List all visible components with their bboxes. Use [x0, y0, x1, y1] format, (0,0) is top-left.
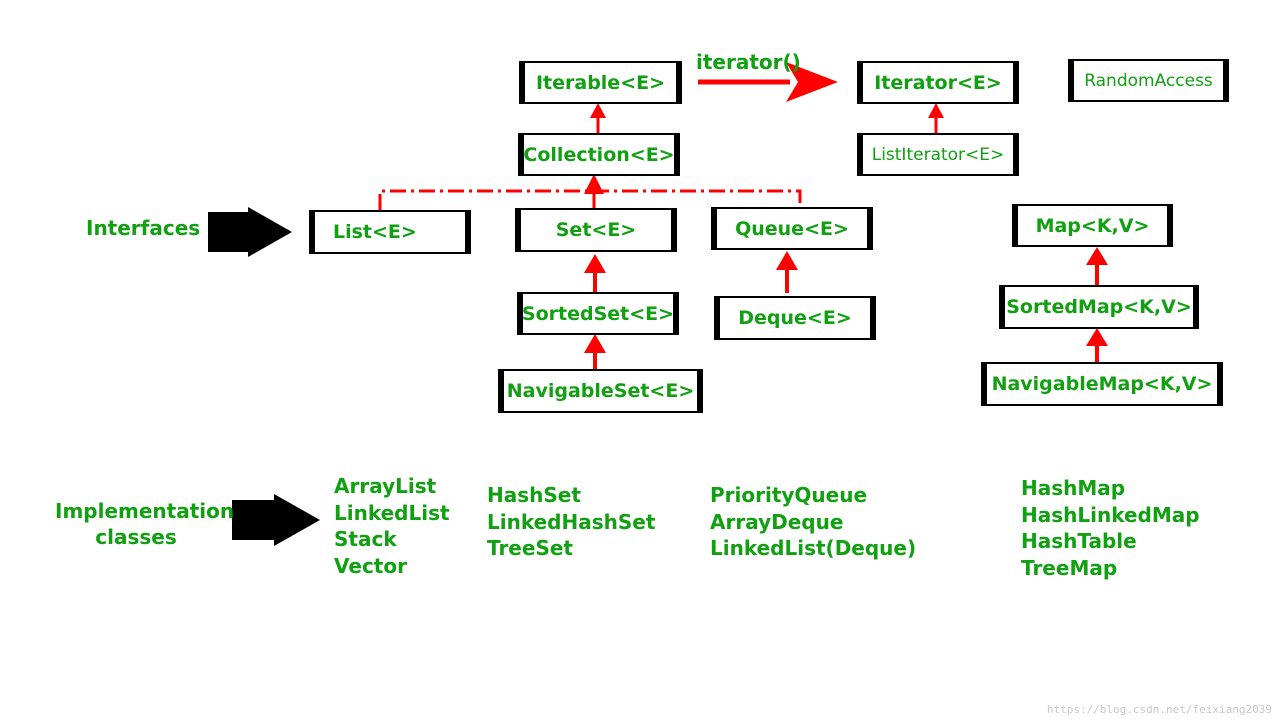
iterator-method-label: iterator(): [696, 50, 801, 74]
node-collection: Collection<E>: [518, 133, 680, 176]
node-sorted-map: SortedMap<K,V>: [999, 285, 1199, 329]
node-navigable-map: NavigableMap<K,V>: [981, 362, 1223, 406]
impl-item: LinkedHashSet: [487, 509, 656, 534]
impl-item: TreeSet: [487, 536, 573, 560]
map-implementations: HashMap HashLinkedMap HashTable TreeMap: [1021, 475, 1200, 581]
sorted-map-arrow: [1086, 247, 1108, 285]
collection-subtypes-connector: [378, 189, 802, 210]
impl-item: HashLinkedMap: [1021, 502, 1200, 527]
sorted-set-arrow: [584, 254, 606, 293]
impl-item: ArrayList: [334, 474, 437, 498]
node-iterable: Iterable<E>: [519, 61, 682, 104]
node-sorted-set: SortedSet<E>: [517, 292, 679, 335]
deque-arrow: [776, 251, 798, 293]
impl-item: PriorityQueue: [710, 483, 868, 507]
implementation-pointer-arrow: [232, 494, 320, 546]
node-iterator: Iterator<E>: [857, 61, 1019, 104]
watermark: https://blog.csdn.net/feixiang2039: [1046, 703, 1272, 716]
iterator-method-arrow: [698, 62, 838, 102]
list-implementations: ArrayList LinkedList Stack Vector: [334, 473, 450, 579]
implementation-classes-label: Implementation classes: [55, 499, 235, 549]
node-map: Map<K,V>: [1012, 204, 1173, 247]
impl-item: HashTable: [1021, 529, 1137, 553]
iterator-arrow: [928, 103, 944, 133]
iterable-arrow: [590, 103, 606, 133]
node-navigable-set: NavigableSet<E>: [498, 369, 703, 413]
impl-item: Vector: [334, 553, 407, 578]
navigable-map-arrow: [1086, 328, 1108, 363]
impl-item: ArrayDeque: [710, 509, 844, 534]
node-list: List<E>: [309, 210, 471, 254]
set-implementations: HashSet LinkedHashSet TreeSet: [487, 482, 655, 562]
node-list-iterator: ListIterator<E>: [857, 133, 1019, 176]
impl-item: Stack: [334, 527, 397, 551]
collection-arrow-head: [584, 174, 604, 194]
impl-item: TreeMap: [1021, 555, 1118, 580]
node-set: Set<E>: [515, 208, 677, 252]
interfaces-pointer-arrow: [208, 207, 292, 257]
interfaces-label: Interfaces: [86, 216, 201, 240]
impl-item: HashMap: [1021, 476, 1126, 500]
queue-implementations: PriorityQueue ArrayDeque LinkedList(Dequ…: [710, 482, 916, 562]
impl-item: LinkedList: [334, 500, 450, 525]
node-queue: Queue<E>: [711, 207, 873, 250]
node-random-access: RandomAccess: [1068, 59, 1229, 102]
impl-item: LinkedList(Deque): [710, 536, 917, 560]
navigable-set-arrow: [584, 334, 606, 369]
impl-item: HashSet: [487, 483, 581, 507]
node-deque: Deque<E>: [714, 296, 876, 340]
